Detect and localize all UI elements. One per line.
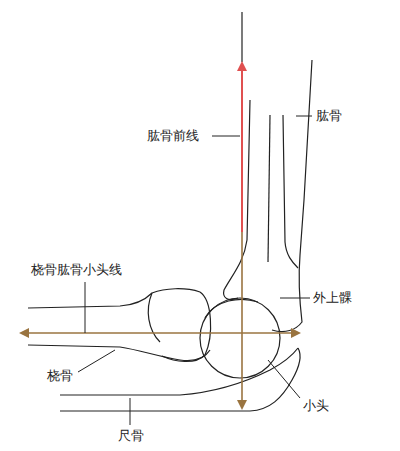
part-label: 小头 — [302, 398, 330, 414]
part-label: 桡骨 — [46, 368, 74, 384]
part-label: 尺骨 — [117, 428, 145, 444]
anterior-humeral-line — [241, 12, 242, 62]
part-label: 桡骨肱骨小头线 — [30, 262, 123, 278]
ulna-outline — [60, 348, 300, 411]
radius-outline — [28, 289, 211, 362]
radiocapitellar-line — [24, 332, 160, 334]
capitellum-outline — [200, 298, 280, 378]
part-label: 肱骨 — [315, 108, 343, 124]
anterior-humeral-line — [241, 66, 243, 232]
anterior-humeral-line — [241, 232, 243, 405]
part-label: 肱骨前线 — [146, 128, 200, 144]
part-label: 外上髁 — [312, 290, 353, 306]
radiocapitellar-line — [160, 332, 296, 334]
humerus-outline — [224, 60, 312, 332]
